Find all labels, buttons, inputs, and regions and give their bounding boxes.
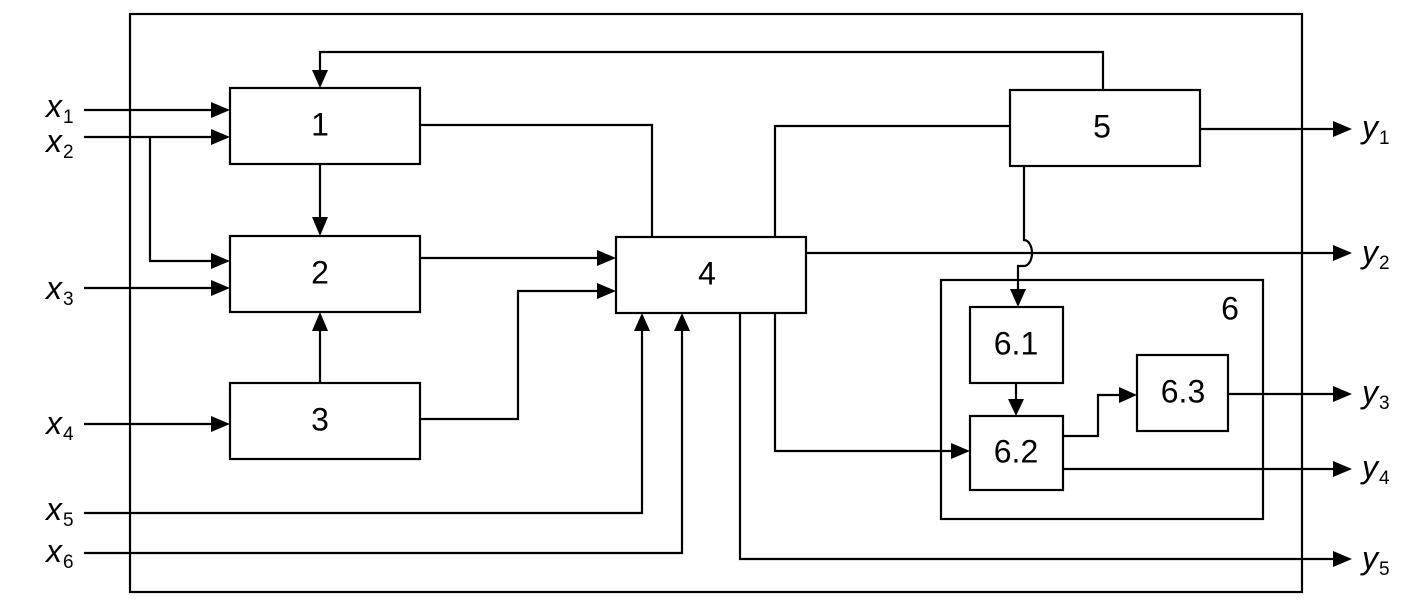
b1-to-b4-line — [420, 123, 654, 237]
b5-to-b61-arrowhead — [1010, 289, 1026, 307]
input-label-x4: x4 — [44, 405, 74, 445]
block-1: 1 — [228, 86, 422, 166]
output-label-y1: y1 — [1360, 109, 1390, 149]
output-label-y2: y2 — [1360, 234, 1390, 274]
b3-to-b4-line — [420, 289, 598, 421]
block-6-1-label: 6.1 — [994, 325, 1038, 361]
x3-arrowhead — [211, 280, 230, 296]
input-label-x2: x2 — [44, 123, 74, 163]
block-6-1: 6.1 — [968, 305, 1065, 385]
x1-arrowhead — [211, 102, 230, 118]
input-label-x5: x5 — [44, 491, 74, 531]
x6-arrowhead — [674, 313, 690, 331]
output-label-y4: y4 — [1360, 449, 1390, 489]
block-4: 4 — [614, 235, 808, 315]
output-label-y3: y3 — [1360, 374, 1390, 414]
b61-to-b62-arrowhead — [1008, 399, 1024, 416]
block-6-3: 6.3 — [1135, 353, 1230, 433]
block-3-label: 3 — [311, 401, 329, 437]
block-1-label: 1 — [311, 106, 329, 142]
block-6-3-label: 6.3 — [1161, 373, 1205, 409]
b62-to-b63-line — [1063, 393, 1120, 438]
b2-to-b4-arrowhead — [597, 250, 616, 266]
x4-arrowhead — [211, 416, 230, 432]
x5-arrowhead — [634, 313, 650, 331]
block-6-2: 6.2 — [968, 414, 1065, 492]
block-2-label: 2 — [311, 254, 329, 290]
x2-branch-line — [148, 137, 212, 263]
block-5: 5 — [1008, 88, 1202, 168]
x2-branch-arrowhead — [211, 253, 230, 269]
block-2: 2 — [228, 234, 422, 314]
block-6-container: 6 — [939, 278, 1265, 521]
block-3: 3 — [228, 381, 422, 461]
block-6-label: 6 — [1221, 290, 1239, 326]
input-x6-line — [84, 330, 684, 555]
b4-to-b5-line — [773, 124, 1010, 237]
b3-to-b4-arrowhead — [597, 283, 616, 299]
output-label-y5: y5 — [1360, 540, 1390, 580]
b4-to-b62-line — [773, 313, 952, 453]
block-4-label: 4 — [698, 255, 716, 291]
b4-to-b62-arrowhead — [951, 443, 970, 459]
x2-arrowhead — [211, 129, 230, 145]
b5-feedback-line — [318, 50, 1105, 90]
block-5-label: 5 — [1093, 108, 1111, 144]
output-y5-line — [738, 313, 1334, 561]
b5-to-b61-line — [1016, 166, 1034, 290]
block-6-2-label: 6.2 — [994, 433, 1038, 469]
b1-to-b2-arrowhead — [312, 217, 328, 236]
feedback-arrowhead — [312, 70, 328, 88]
input-label-x3: x3 — [44, 270, 74, 310]
y4-arrowhead — [1333, 461, 1352, 477]
y2-arrowhead — [1333, 245, 1352, 261]
input-x5-line — [84, 330, 644, 515]
b62-to-b63-arrowhead — [1119, 387, 1137, 403]
y5-arrowhead — [1333, 551, 1352, 567]
y1-arrowhead — [1333, 121, 1352, 137]
input-label-x1: x1 — [44, 88, 74, 128]
b3-to-b2-arrowhead — [312, 312, 328, 331]
input-label-x6: x6 — [44, 533, 74, 573]
y3-arrowhead — [1333, 386, 1352, 402]
system-boundary — [128, 12, 1304, 594]
